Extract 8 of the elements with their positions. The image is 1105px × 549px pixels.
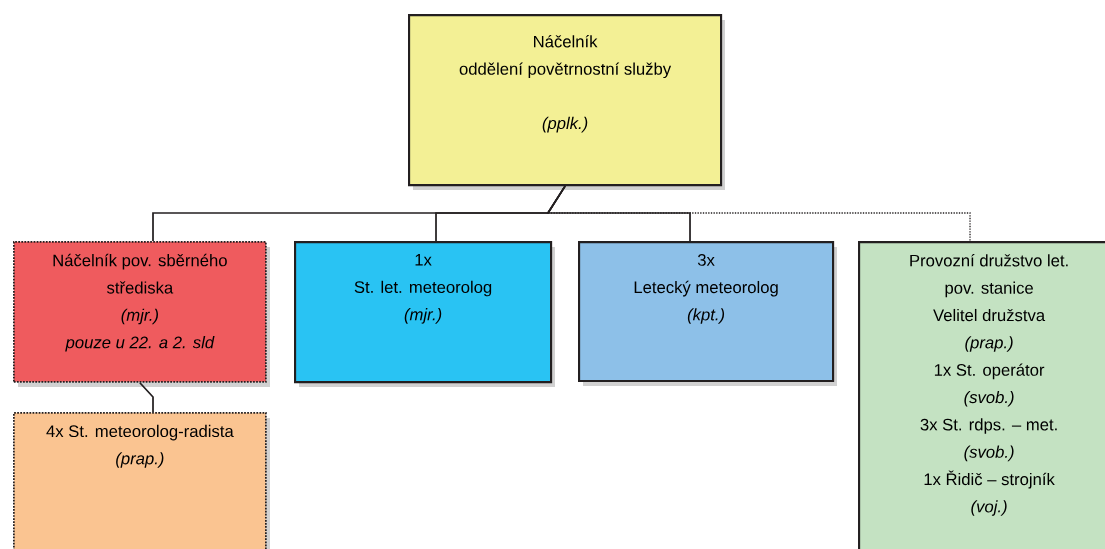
connector — [546, 185, 691, 242]
org-box: 3x Letecký meteorolog (kpt.) — [578, 241, 835, 383]
org-box: 1x St. let. meteorolog (mjr.) — [294, 241, 553, 384]
org-box: Provozní družstvo let. pov. stanice Velitel družstva (prap.) 1x St. operátor (svob.) 3x St. rdps. – met. (svob.) 1x Řidič – strojník (voj.) — [858, 241, 1105, 549]
org-box: 4x St. meteorolog-radista (prap.) — [13, 412, 267, 549]
connector — [139, 381, 154, 413]
org-box: Náčelník pov. sběrného střediska (mjr.) pouze u 22. a 2. sld — [13, 241, 267, 383]
org-box: Náčelník oddělení povětrnostní služby (pplk.) — [408, 14, 723, 187]
